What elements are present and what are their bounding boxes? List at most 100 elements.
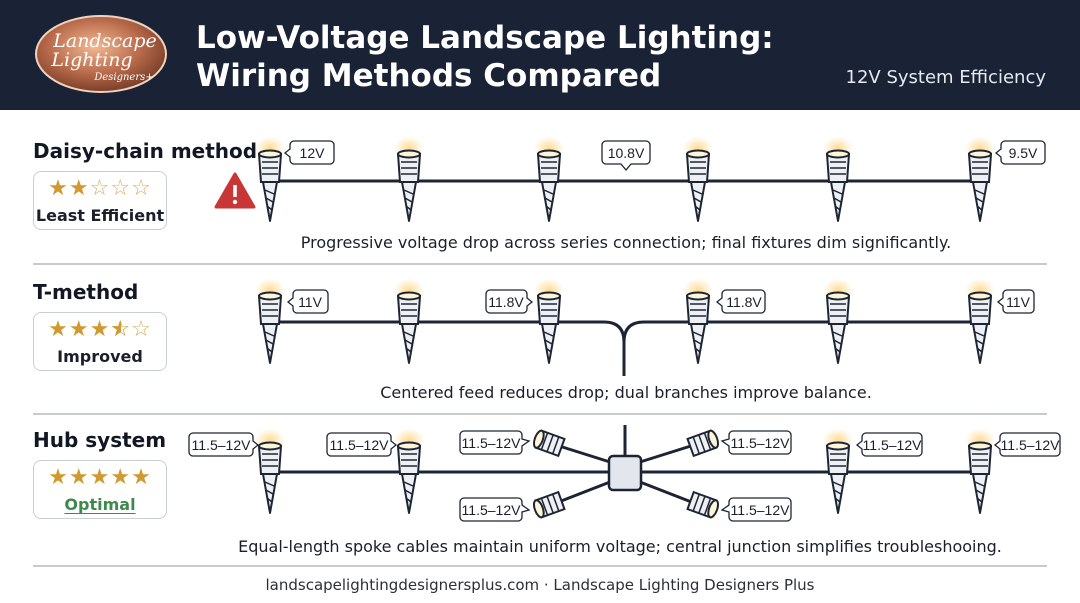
voltage-label: 9.5V	[994, 140, 1046, 165]
voltage-label: 11.5–12V	[459, 430, 531, 455]
hub-spoke-wire	[555, 443, 611, 464]
voltage-label-text: 11.8V	[488, 294, 524, 310]
star-rating-t-method: ★★★☆★☆	[34, 318, 166, 342]
title-line-2: Wiring Methods Compared	[196, 58, 662, 94]
page-title: Low-Voltage Landscape Lighting: Wiring M…	[196, 19, 774, 95]
footer-credit: landscapelightingdesignersplus.com · Lan…	[265, 576, 815, 594]
fixture-icon	[254, 133, 286, 222]
voltage-label-text: 12V	[300, 145, 326, 161]
fixture-icon	[964, 425, 996, 514]
fixture-icon	[254, 425, 286, 514]
warning-triangle-icon	[214, 172, 256, 209]
spotlight-icon	[531, 491, 566, 520]
voltage-label-text: 11V	[1006, 294, 1031, 310]
rating-box-daisy-chain: ★★☆☆☆ Least Efficient	[33, 171, 167, 230]
fixture-icon	[964, 275, 996, 364]
fixture-icon	[822, 133, 854, 222]
voltage-label: 11V	[996, 289, 1035, 314]
fixture-icon	[822, 275, 854, 364]
fixture-icon	[393, 275, 425, 364]
fixture-icon	[533, 133, 565, 222]
star-empty-icon: ☆	[131, 176, 152, 201]
section-divider	[33, 565, 1047, 567]
star-full-icon: ★	[110, 465, 132, 490]
voltage-label: 11V	[286, 289, 329, 314]
star-full-icon: ★	[89, 317, 111, 342]
fixture-icon	[254, 275, 286, 364]
star-empty-icon: ☆	[110, 176, 132, 201]
voltage-label: 11.8V	[485, 289, 534, 314]
star-empty-icon: ☆	[131, 317, 152, 342]
voltage-label: 11.5–12V	[720, 430, 792, 455]
voltage-label: 11.8V	[715, 289, 766, 314]
t-method-wire	[270, 320, 980, 376]
rating-label-t-method: Improved	[57, 347, 143, 366]
section-divider	[33, 263, 1047, 265]
hub-spoke-wire	[639, 443, 695, 464]
star-full-icon: ★	[68, 176, 90, 201]
hub-spoke-wire	[639, 480, 695, 505]
rating-label-hub-system: Optimal	[64, 495, 136, 514]
voltage-label-text: 11.8V	[726, 294, 762, 310]
spotlight-icon	[531, 428, 566, 457]
logo-text-line3: Designers+	[93, 72, 153, 83]
section-title-t-method: T-method	[33, 280, 139, 304]
logo-text-line2: Lighting	[50, 49, 132, 71]
spotlight-icon	[686, 491, 721, 520]
voltage-label-text: 11V	[298, 294, 323, 310]
page-subtitle: 12V System Efficiency	[845, 67, 1047, 88]
voltage-label: 11.5–12V	[459, 497, 531, 522]
voltage-label-text: 10.8V	[608, 145, 645, 161]
voltage-label-text: 11.5–12V	[731, 502, 791, 518]
caption-hub-system: Equal-length spoke cables maintain unifo…	[238, 537, 1002, 556]
section-divider	[33, 413, 1047, 415]
star-full-icon: ★	[68, 317, 90, 342]
voltage-label: 11.5–12V	[855, 432, 923, 457]
voltage-label: 11.5–12V	[720, 497, 792, 522]
fixture-icon	[964, 133, 996, 222]
logo-text-line1: Landscape	[52, 30, 156, 52]
voltage-label-text: 11.5–12V	[731, 435, 791, 451]
company-logo: Landscape Lighting Designers+	[35, 15, 167, 93]
fixture-icon	[393, 133, 425, 222]
fixture-icon	[533, 275, 565, 364]
fixture-icon	[822, 425, 854, 514]
title-line-1: Low-Voltage Landscape Lighting:	[196, 20, 774, 56]
rating-box-t-method: ★★★☆★☆ Improved	[33, 312, 167, 371]
star-full-icon: ★	[48, 317, 69, 342]
voltage-label-text: 11.5–12V	[192, 437, 252, 453]
star-rating-hub-system: ★★★★★	[34, 466, 166, 490]
fixture-icon	[393, 425, 425, 514]
caption-t-method: Centered feed reduces drop; dual branche…	[380, 383, 872, 402]
spotlight-icon	[686, 428, 721, 457]
section-title-daisy-chain: Daisy-chain method	[33, 139, 258, 163]
caption-daisy-chain: Progressive voltage drop across series c…	[300, 233, 952, 252]
fixture-icon	[682, 133, 714, 222]
header-bar: Landscape Lighting Designers+ Low-Voltag…	[0, 0, 1080, 110]
rating-box-hub-system: ★★★★★ Optimal	[33, 460, 167, 519]
voltage-label-text: 11.5–12V	[462, 435, 522, 451]
voltage-label: 11.5–12V	[326, 432, 398, 457]
voltage-label: 11.5–12V	[993, 432, 1061, 457]
fixture-icon	[682, 275, 714, 364]
star-full-icon: ★	[131, 465, 152, 490]
star-rating-daisy-chain: ★★☆☆☆	[34, 177, 166, 201]
voltage-label: 11.5–12V	[188, 432, 260, 457]
star-full-icon: ★	[89, 465, 111, 490]
star-half-icon: ☆★	[110, 317, 132, 342]
voltage-label-text: 9.5V	[1009, 145, 1038, 161]
star-full-icon: ★	[68, 465, 90, 490]
voltage-label-text: 11.5–12V	[330, 437, 390, 453]
voltage-label: 10.8V	[601, 140, 651, 172]
central-junction-hub	[607, 454, 643, 492]
voltage-label-text: 11.5–12V	[1001, 437, 1061, 453]
star-empty-icon: ☆	[89, 176, 111, 201]
voltage-label-text: 11.5–12V	[462, 502, 522, 518]
star-full-icon: ★	[48, 465, 69, 490]
rating-label-daisy-chain: Least Efficient	[35, 206, 165, 225]
star-full-icon: ★	[48, 176, 69, 201]
section-title-hub-system: Hub system	[33, 428, 167, 452]
voltage-label-text: 11.5–12V	[863, 437, 923, 453]
voltage-label: 12V	[283, 140, 335, 165]
